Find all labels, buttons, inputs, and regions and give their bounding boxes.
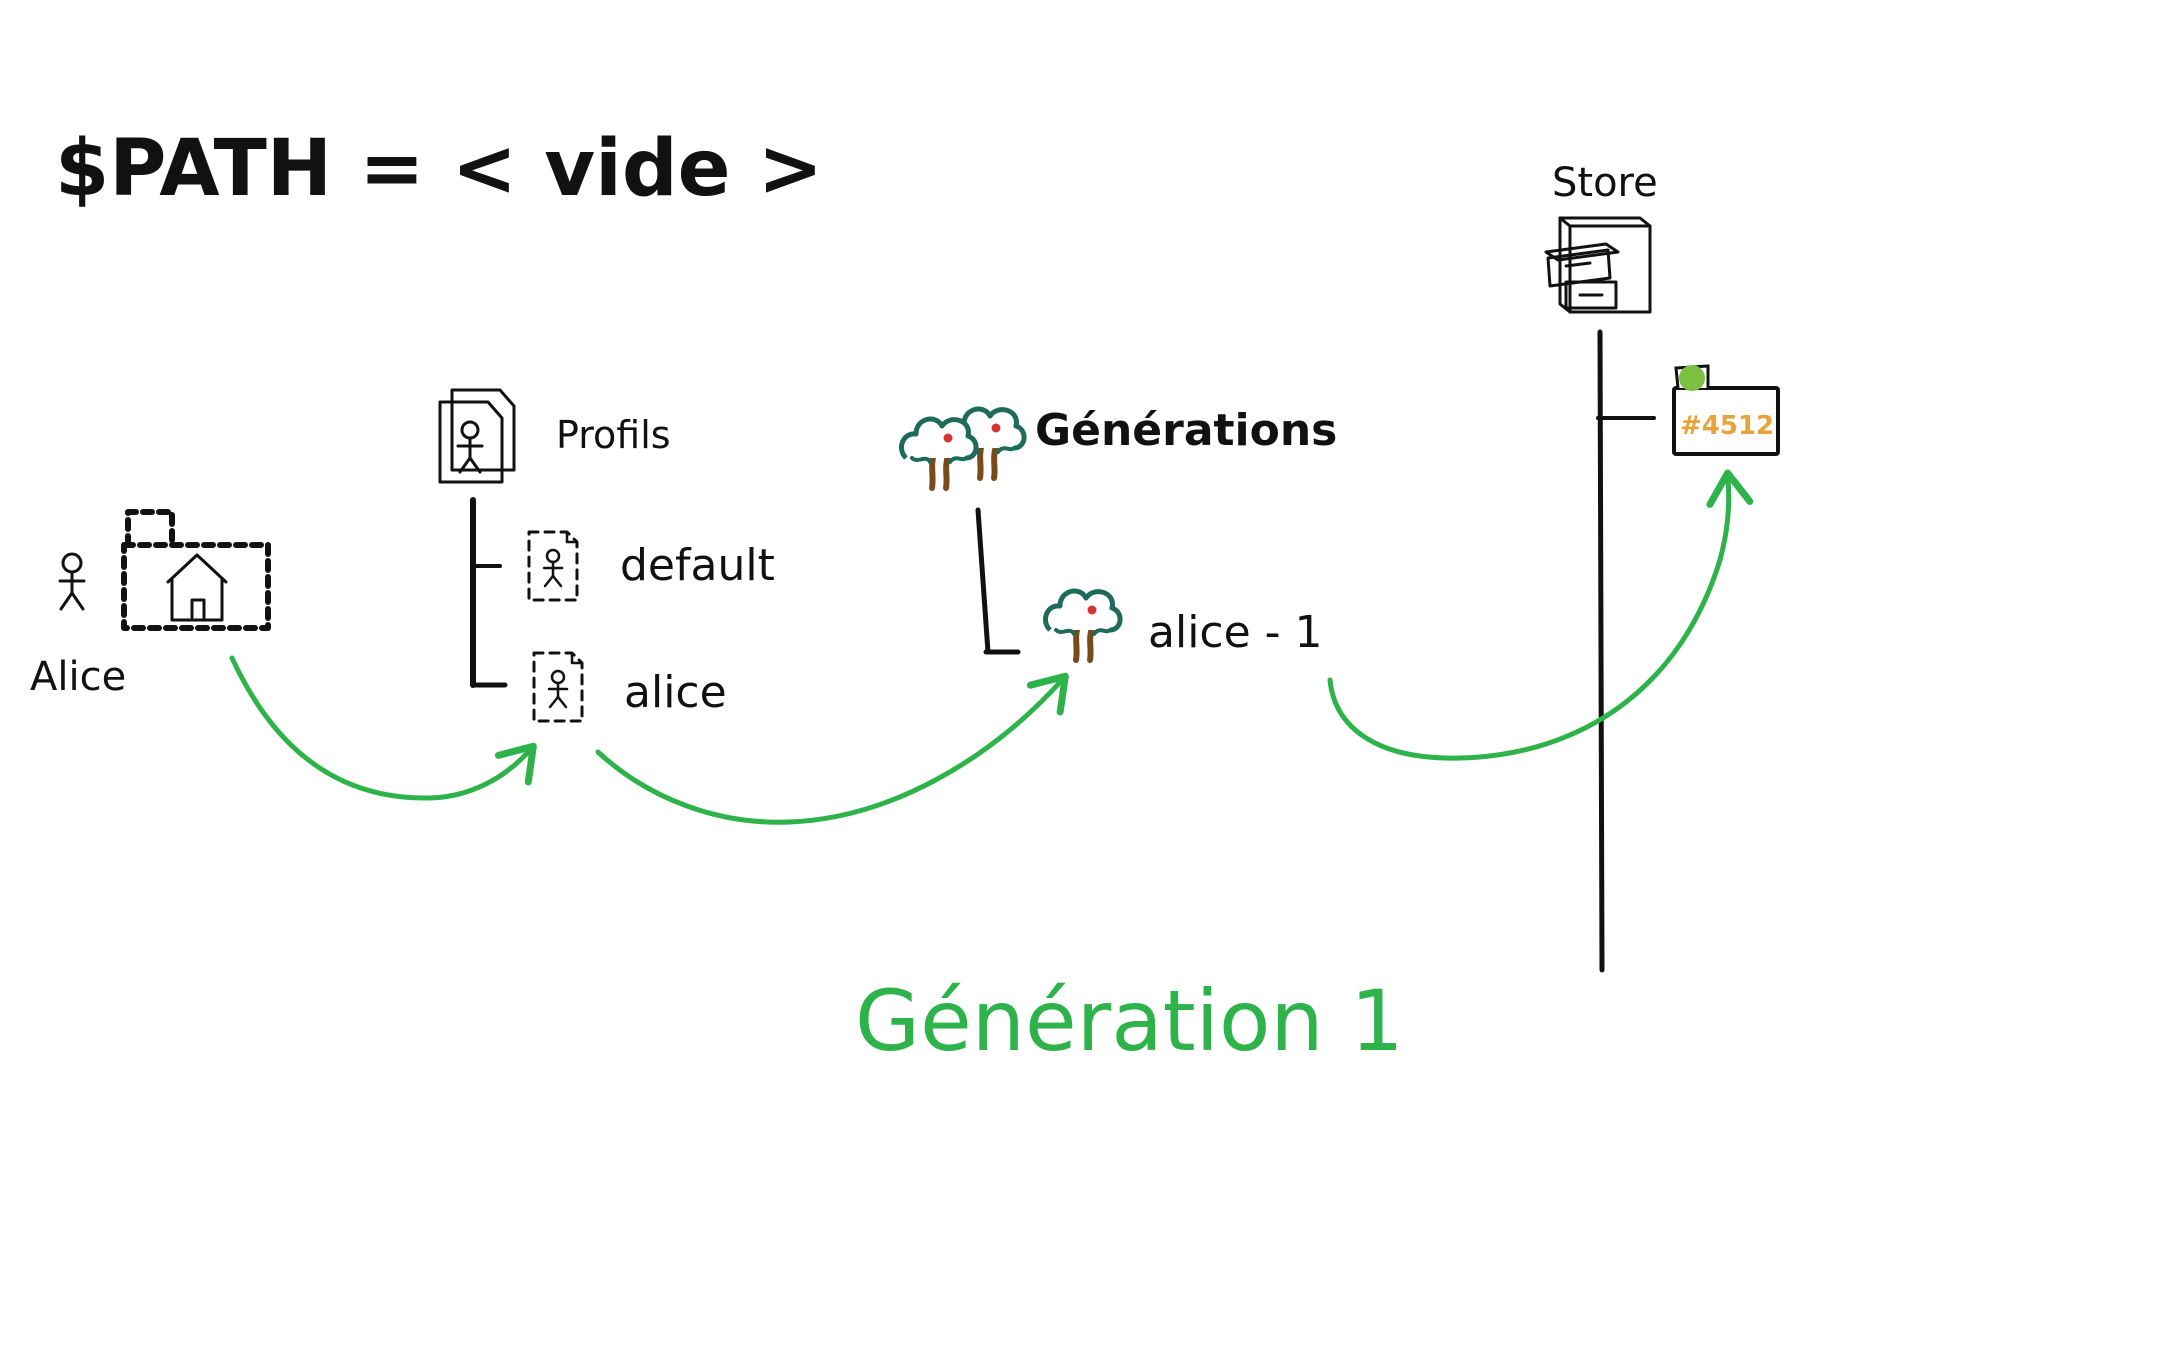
profiles-title: Profils: [556, 413, 671, 457]
store-entry: #4512: [1672, 364, 1780, 456]
profiles-tree-line: [470, 497, 508, 688]
generation-item: alice - 1: [1148, 607, 1323, 658]
generation-tree-icon: [1045, 591, 1120, 660]
store-title: Store: [1552, 160, 1658, 206]
arrow-profile-to-generation: [595, 672, 1069, 825]
profiles-icon: [438, 388, 516, 484]
store-entry-box: [1672, 386, 1780, 456]
store-entry-hash: #4512: [1680, 411, 1774, 441]
stickman-icon: [58, 552, 86, 611]
store-entry-dot: [1679, 365, 1705, 391]
profile-item-alice: alice: [624, 667, 727, 718]
profile-item-default: default: [620, 540, 775, 591]
generations-tree-line: [975, 507, 1021, 655]
filing-cabinet-icon: [1544, 216, 1652, 314]
footer-title: Génération 1: [855, 972, 1404, 1070]
profile-default-icon: [527, 530, 579, 602]
generations-title: Générations: [1035, 405, 1337, 456]
user-name: Alice: [30, 654, 126, 700]
home-folder-icon: [121, 509, 271, 631]
store-line: [1596, 329, 1656, 973]
profile-alice-icon: [532, 651, 584, 723]
generations-trees-icon: [901, 409, 1024, 488]
arrow-home-to-profile: [229, 655, 537, 801]
path-label: $PATH = < vide >: [55, 124, 823, 214]
user-alice: Alice: [30, 552, 126, 700]
arrow-generation-to-store: [1327, 469, 1754, 761]
